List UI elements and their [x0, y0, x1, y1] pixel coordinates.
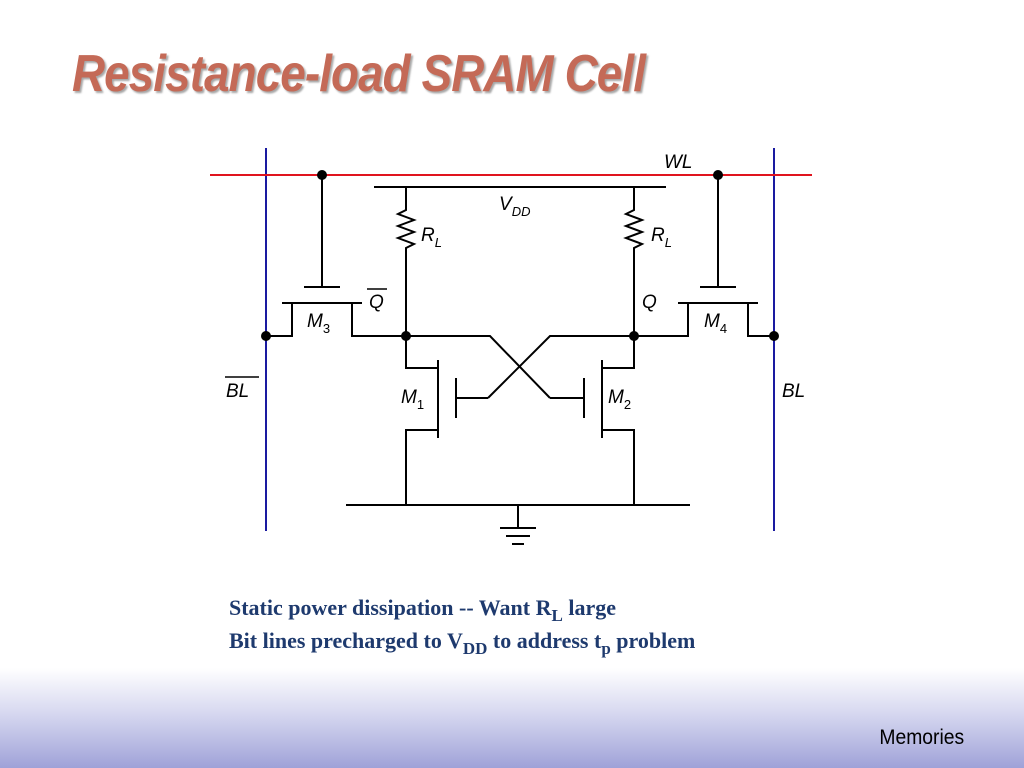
- resistor-left-label: RL: [421, 225, 442, 250]
- note-line-1: Static power dissipation -- Want RL larg…: [229, 595, 617, 625]
- m4-label: M4: [704, 311, 727, 336]
- node-q-label: Q: [642, 292, 657, 313]
- note-line-2: Bit lines precharged to VDD to address t…: [229, 628, 696, 658]
- m2-label: M2: [608, 387, 631, 412]
- resistor-right-label: RL: [651, 225, 672, 250]
- junction-dots: [261, 170, 779, 341]
- node-qbar-label: Q: [369, 292, 384, 313]
- bitline-left-label: BL: [226, 381, 249, 402]
- m1-label: M1: [401, 387, 424, 412]
- footer-label: Memories: [879, 726, 964, 749]
- circuit-wires: [266, 175, 774, 545]
- slide-notes: Static power dissipation -- Want RL larg…: [229, 592, 695, 658]
- wordline-label: WL: [664, 152, 693, 173]
- footer-gradient-band: [0, 668, 1024, 768]
- vdd-label: VDD: [499, 194, 530, 219]
- bitline-right-label: BL: [782, 381, 805, 402]
- m3-label: M3: [307, 311, 330, 336]
- slide-title: Resistance-load SRAM Cell: [72, 45, 646, 103]
